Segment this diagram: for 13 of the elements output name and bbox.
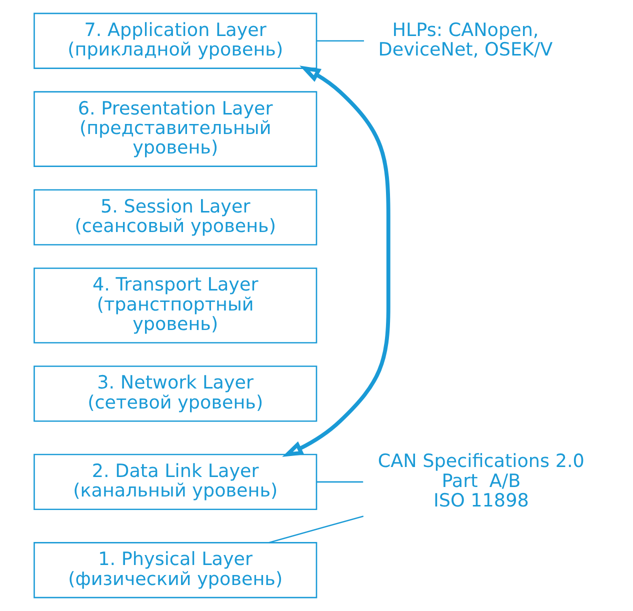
node-box: 7. Application Layer (прикладной уровень) — [34, 12, 318, 69]
node-box: 1. Physical Layer (физический уровень) — [34, 542, 318, 598]
node-text: CAN Specifications 2.0 Part A/B ISO 11898 — [378, 451, 584, 512]
node-box: 6. Presentation Layer (представительный уровень) — [34, 91, 318, 167]
node-text: HLPs: CANopen, DeviceNet, OSEK/V — [378, 20, 553, 61]
node-box: 4. Transport Layer (транстпортный уровень) — [34, 268, 318, 344]
connector — [317, 40, 364, 42]
arrow — [282, 66, 390, 457]
node-box: 3. Network Layer (сетевой уровень) — [34, 366, 318, 422]
node-box: 5. Session Layer (сеансовый уровень) — [34, 189, 318, 246]
connector — [268, 516, 364, 544]
node-box: 2. Data Link Layer (канальный уровень) — [34, 454, 318, 510]
connector — [316, 481, 364, 483]
